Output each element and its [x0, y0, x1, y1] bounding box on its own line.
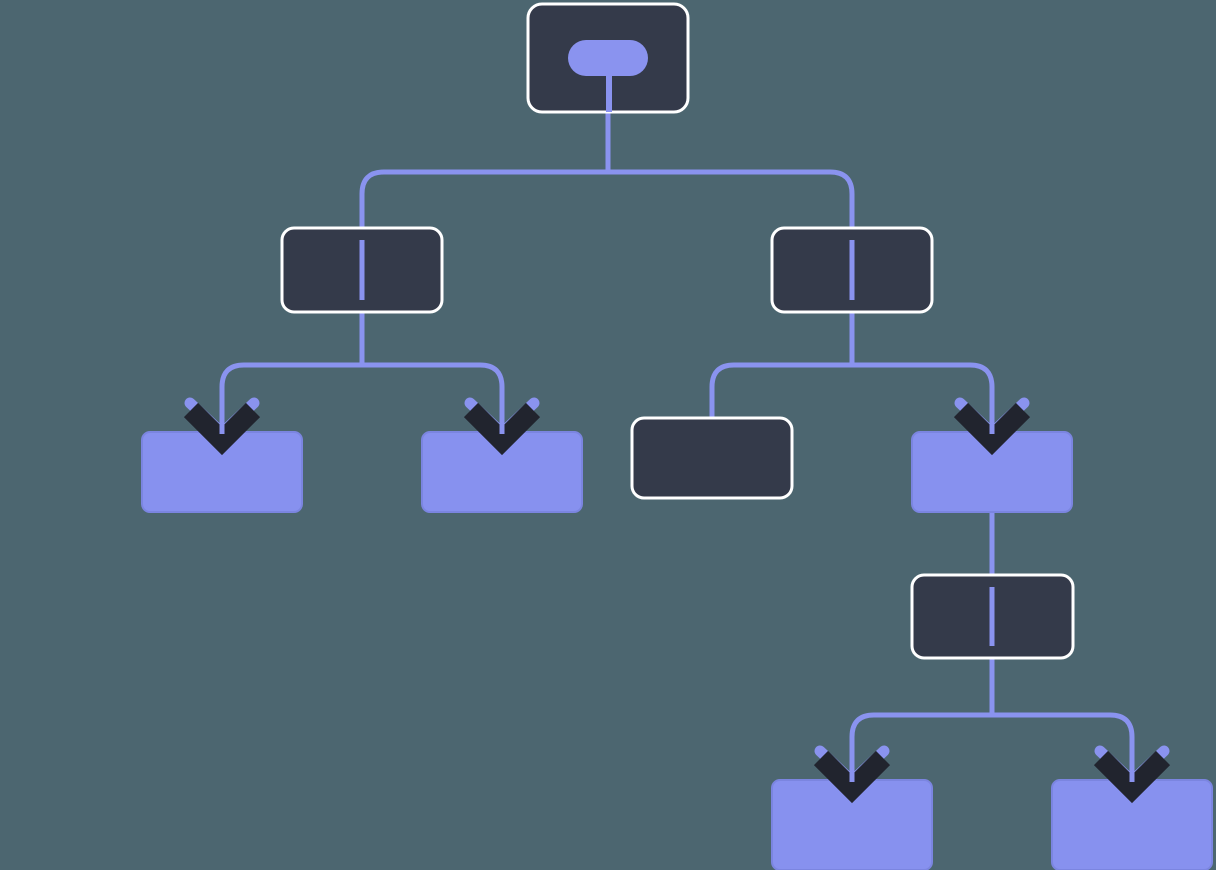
root-node-stem — [606, 76, 612, 112]
connector-layer — [219, 104, 1135, 782]
node-layer — [141, 2, 1213, 870]
arrowhead-leaf-d — [953, 390, 1031, 456]
connector-l1right-to-leaves — [709, 270, 995, 432]
root-node[interactable] — [526, 2, 690, 114]
arrowhead-layer — [183, 390, 1171, 804]
plain-dark-node-body[interactable] — [630, 416, 794, 500]
connector-l1left-to-leaves — [219, 270, 505, 432]
root-node-pill[interactable] — [568, 40, 648, 76]
plain-dark-node[interactable] — [630, 416, 794, 500]
connector-l3-to-bottom-leaves — [849, 616, 1135, 782]
arrowhead-leaf-b-dark-chevron — [463, 402, 541, 456]
arrowhead-leaf-e-dark-chevron — [813, 750, 891, 804]
arrowhead-leaf-e — [813, 738, 891, 804]
arrowhead-leaf-a — [183, 390, 261, 456]
arrowhead-leaf-b — [463, 390, 541, 456]
level1-left-node[interactable] — [280, 226, 444, 314]
arrowhead-leaf-d-dark-chevron — [953, 402, 1031, 456]
connector-root-to-level1 — [359, 104, 855, 312]
arrowhead-leaf-a-dark-chevron — [183, 402, 261, 456]
arrowhead-leaf-f-dark-chevron — [1093, 750, 1171, 804]
arrowhead-leaf-f — [1093, 738, 1171, 804]
level3-dark-node[interactable] — [910, 573, 1075, 660]
level1-right-node[interactable] — [770, 226, 934, 314]
